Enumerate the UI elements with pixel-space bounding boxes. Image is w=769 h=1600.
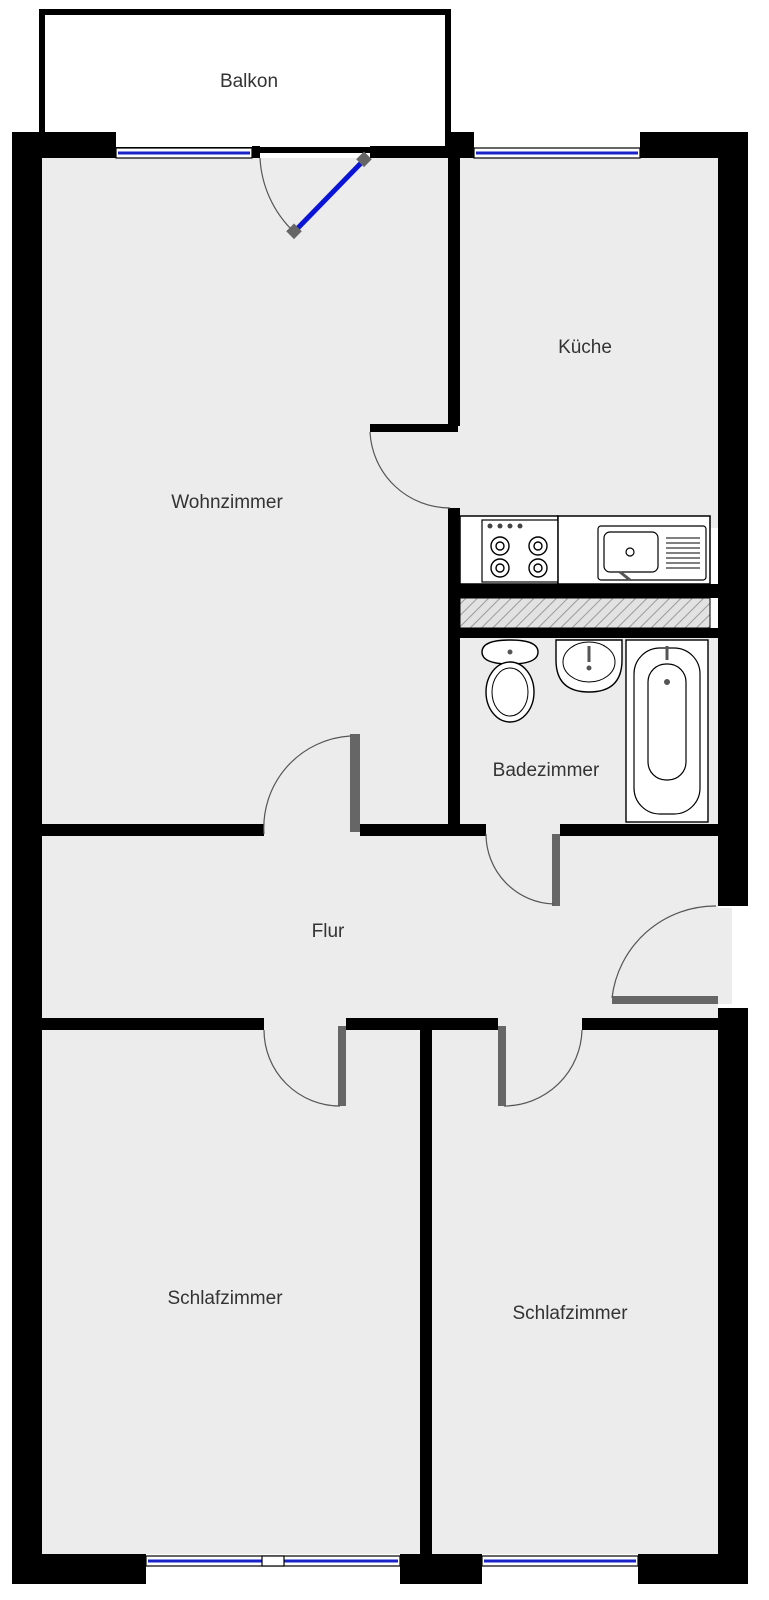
hatched-shaft bbox=[459, 597, 711, 629]
sink-icon bbox=[557, 515, 711, 585]
label-badezimmer: Badezimmer bbox=[493, 760, 600, 781]
wall-right-upper bbox=[718, 132, 748, 906]
wall-bad-flur bbox=[560, 824, 718, 836]
wall-wohn-flur-2 bbox=[360, 824, 486, 836]
living-room-door bbox=[263, 734, 360, 835]
wall-kitchen-door-stub bbox=[370, 424, 458, 432]
bedroom-1-door bbox=[263, 1026, 346, 1107]
wall-right-lower bbox=[718, 1008, 748, 1584]
wall-schlaf-schlaf bbox=[420, 1030, 432, 1554]
wall-wohn-flur-1 bbox=[42, 824, 264, 836]
wall-left bbox=[12, 132, 42, 1584]
wall-wohn-kueche bbox=[448, 158, 460, 426]
kitchen-door bbox=[369, 431, 451, 509]
floor-wohnzimmer bbox=[42, 158, 456, 834]
balcony-outline bbox=[39, 9, 451, 153]
label-schlafzimmer-2: Schlafzimmer bbox=[512, 1303, 628, 1324]
washbasin-icon bbox=[555, 639, 623, 693]
bedroom-2-door bbox=[498, 1026, 583, 1107]
floor-entrance bbox=[718, 908, 732, 1004]
doors bbox=[259, 151, 718, 1107]
floor-flur bbox=[42, 834, 718, 1030]
entrance-door bbox=[611, 905, 718, 1004]
floor-schlafzimmer-2 bbox=[428, 1030, 718, 1554]
label-schlafzimmer-1: Schlafzimmer bbox=[167, 1288, 283, 1309]
wall-flur-schlaf-3 bbox=[582, 1018, 718, 1030]
wall-top-5 bbox=[640, 132, 748, 158]
wall-bottom-1 bbox=[12, 1554, 146, 1584]
window-mullion bbox=[261, 1555, 285, 1567]
label-wohnzimmer: Wohnzimmer bbox=[171, 492, 283, 513]
label-flur: Flur bbox=[312, 921, 345, 942]
label-balkon: Balkon bbox=[220, 71, 278, 92]
wall-flur-schlaf-2 bbox=[346, 1018, 498, 1030]
wall-top-1 bbox=[12, 132, 116, 158]
wall-kitchen-bottom bbox=[460, 584, 718, 598]
wall-top-2 bbox=[252, 146, 260, 158]
floor-schlafzimmer-1 bbox=[42, 1030, 428, 1554]
bathtub-icon bbox=[625, 639, 709, 823]
bathroom-door bbox=[485, 833, 560, 906]
floor-areas bbox=[42, 158, 732, 1554]
stove-icon bbox=[459, 515, 559, 585]
wall-bottom-2 bbox=[400, 1554, 482, 1584]
wall-wohn-kueche-lower bbox=[448, 508, 460, 834]
balcony-door bbox=[259, 151, 372, 240]
wall-top-4 bbox=[448, 132, 474, 158]
wall-flur-schlaf-1 bbox=[42, 1018, 264, 1030]
label-kueche: Küche bbox=[558, 337, 612, 358]
floor-kueche bbox=[456, 158, 718, 528]
walls bbox=[12, 132, 748, 1584]
wall-bath-top bbox=[460, 628, 718, 638]
wall-bottom-3 bbox=[638, 1554, 748, 1584]
room-labels: Balkon Küche Wohnzimmer Badezimmer Flur … bbox=[167, 71, 628, 1324]
toilet-icon bbox=[481, 639, 539, 723]
windows bbox=[115, 147, 641, 1567]
